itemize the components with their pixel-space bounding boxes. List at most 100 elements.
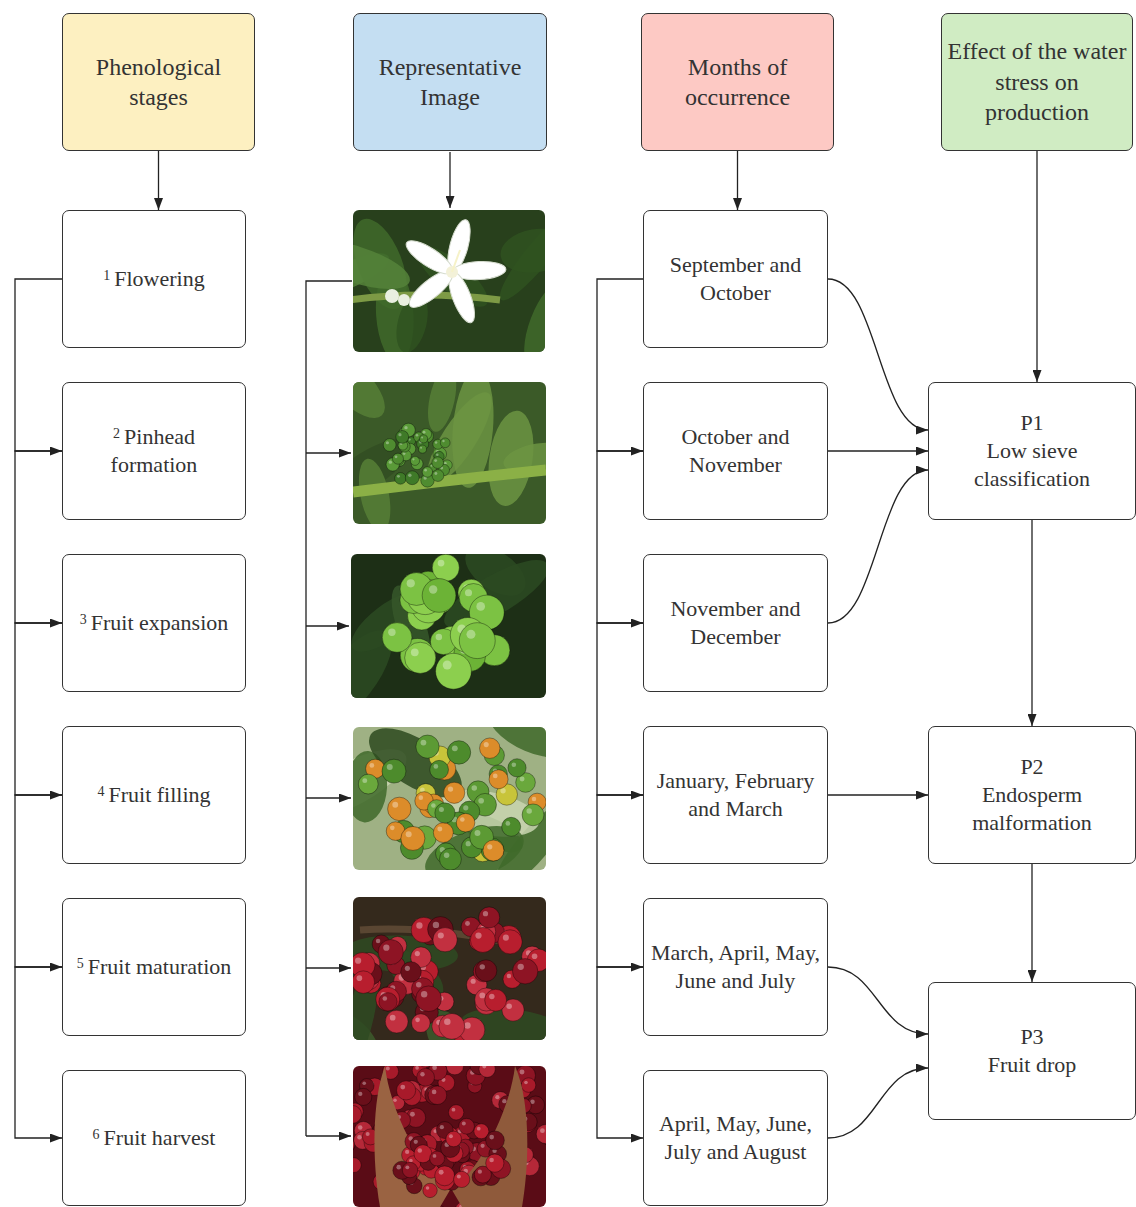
- connector-arrow: [597, 795, 643, 967]
- stamen: [452, 250, 460, 272]
- berry-highlight: [369, 763, 374, 768]
- node-label: November and December: [649, 595, 822, 651]
- berry-highlight: [462, 1122, 466, 1126]
- berry-highlight: [418, 1148, 422, 1152]
- berry-highlight: [433, 1154, 437, 1158]
- stage-box: 2Pinhead formation: [62, 382, 246, 520]
- connector-arrow: [597, 451, 643, 623]
- berry-highlight: [507, 974, 512, 979]
- arrow: [306, 1135, 351, 1136]
- photo: [353, 382, 546, 524]
- stage-label: Pinhead formation: [111, 424, 198, 477]
- node-label: April, May, June, July and August: [649, 1110, 822, 1166]
- branch: [353, 470, 546, 492]
- berry: [433, 928, 457, 952]
- berry-highlight: [388, 629, 395, 636]
- text-line: 3Fruit expansion: [80, 609, 229, 637]
- text-line: 2Pinhead formation: [68, 423, 240, 479]
- berry-highlight: [405, 966, 410, 971]
- berry: [382, 623, 412, 653]
- berry-highlight: [429, 585, 437, 593]
- berry-highlight: [358, 1092, 362, 1096]
- berry-highlight: [412, 458, 414, 460]
- berry: [388, 797, 411, 820]
- berry: [401, 826, 425, 850]
- berry-highlight: [495, 1095, 499, 1099]
- berry-highlight: [489, 1158, 494, 1163]
- leaf: [358, 727, 472, 811]
- berry-highlight: [362, 778, 367, 783]
- berry-highlight: [416, 434, 419, 437]
- berry: [456, 813, 475, 832]
- berry-highlight: [502, 1099, 506, 1103]
- callout-number: 6: [93, 1127, 100, 1142]
- berry-highlight: [457, 1175, 461, 1179]
- berry-highlight: [376, 939, 381, 944]
- berry: [432, 554, 459, 581]
- berry: [459, 623, 495, 659]
- text-line: 1Flowering: [103, 265, 204, 293]
- text-line: 4Fruit filling: [97, 781, 210, 809]
- berry: [353, 1158, 361, 1173]
- bud: [398, 294, 410, 306]
- berry-highlight: [420, 447, 422, 449]
- month-box: October and November: [643, 382, 828, 520]
- berry-highlight: [409, 438, 411, 440]
- berry: [432, 457, 444, 469]
- berry: [405, 642, 436, 673]
- berry-highlight: [487, 844, 492, 849]
- berry-highlight: [520, 777, 525, 782]
- berry-highlight: [386, 441, 389, 444]
- berry-highlight: [426, 1186, 430, 1190]
- photo: [351, 554, 546, 698]
- berry-highlight: [408, 474, 411, 477]
- berry-highlight: [405, 1165, 409, 1169]
- berry-highlight: [540, 1128, 545, 1133]
- berry-highlight: [409, 1159, 413, 1163]
- berry: [479, 907, 500, 928]
- berry-highlight: [479, 993, 485, 999]
- berry: [436, 1122, 453, 1139]
- berry: [480, 738, 500, 758]
- berry: [439, 1013, 465, 1039]
- effect-box: P2Endosperm malformation: [928, 726, 1136, 864]
- berry: [522, 804, 544, 826]
- berry-highlight: [476, 602, 485, 611]
- berry: [382, 759, 406, 783]
- stage-label: Fruit harvest: [104, 1125, 216, 1150]
- berry: [395, 473, 407, 485]
- node-label: Low sieve classification: [934, 437, 1130, 493]
- berry-highlight: [366, 1132, 370, 1136]
- berry-highlight: [443, 660, 452, 669]
- berry-highlight: [414, 1140, 418, 1144]
- berry-highlight: [393, 1098, 397, 1102]
- effect-box: P3Fruit drop: [928, 982, 1136, 1120]
- berry-highlight: [503, 935, 509, 941]
- berry: [447, 741, 470, 764]
- connector-arrow: [158, 151, 159, 210]
- berry: [508, 759, 526, 777]
- berry-highlight: [518, 964, 524, 970]
- berry-highlight: [434, 764, 439, 769]
- berry: [419, 435, 427, 443]
- node-label: March, April, May, June and July: [649, 939, 822, 995]
- berry: [428, 1086, 447, 1105]
- stage-box: 4Fruit filling: [62, 726, 246, 864]
- berry-highlight: [355, 958, 361, 964]
- berry: [435, 1166, 455, 1186]
- berry: [446, 1131, 462, 1147]
- berry: [435, 803, 455, 823]
- berry: [422, 579, 456, 613]
- berry-highlight: [478, 1170, 482, 1174]
- berry-highlight: [478, 798, 484, 804]
- berry: [379, 993, 397, 1011]
- berry-highlight: [432, 1090, 437, 1095]
- berry-highlight: [423, 431, 426, 434]
- berry-highlight: [465, 589, 472, 596]
- berry-highlight: [484, 742, 489, 747]
- connector-arrow: [828, 794, 928, 795]
- text-line: 5Fruit maturation: [77, 953, 232, 981]
- berry: [353, 1137, 354, 1152]
- berry-highlight: [386, 1067, 390, 1071]
- berry-highlight: [438, 932, 444, 938]
